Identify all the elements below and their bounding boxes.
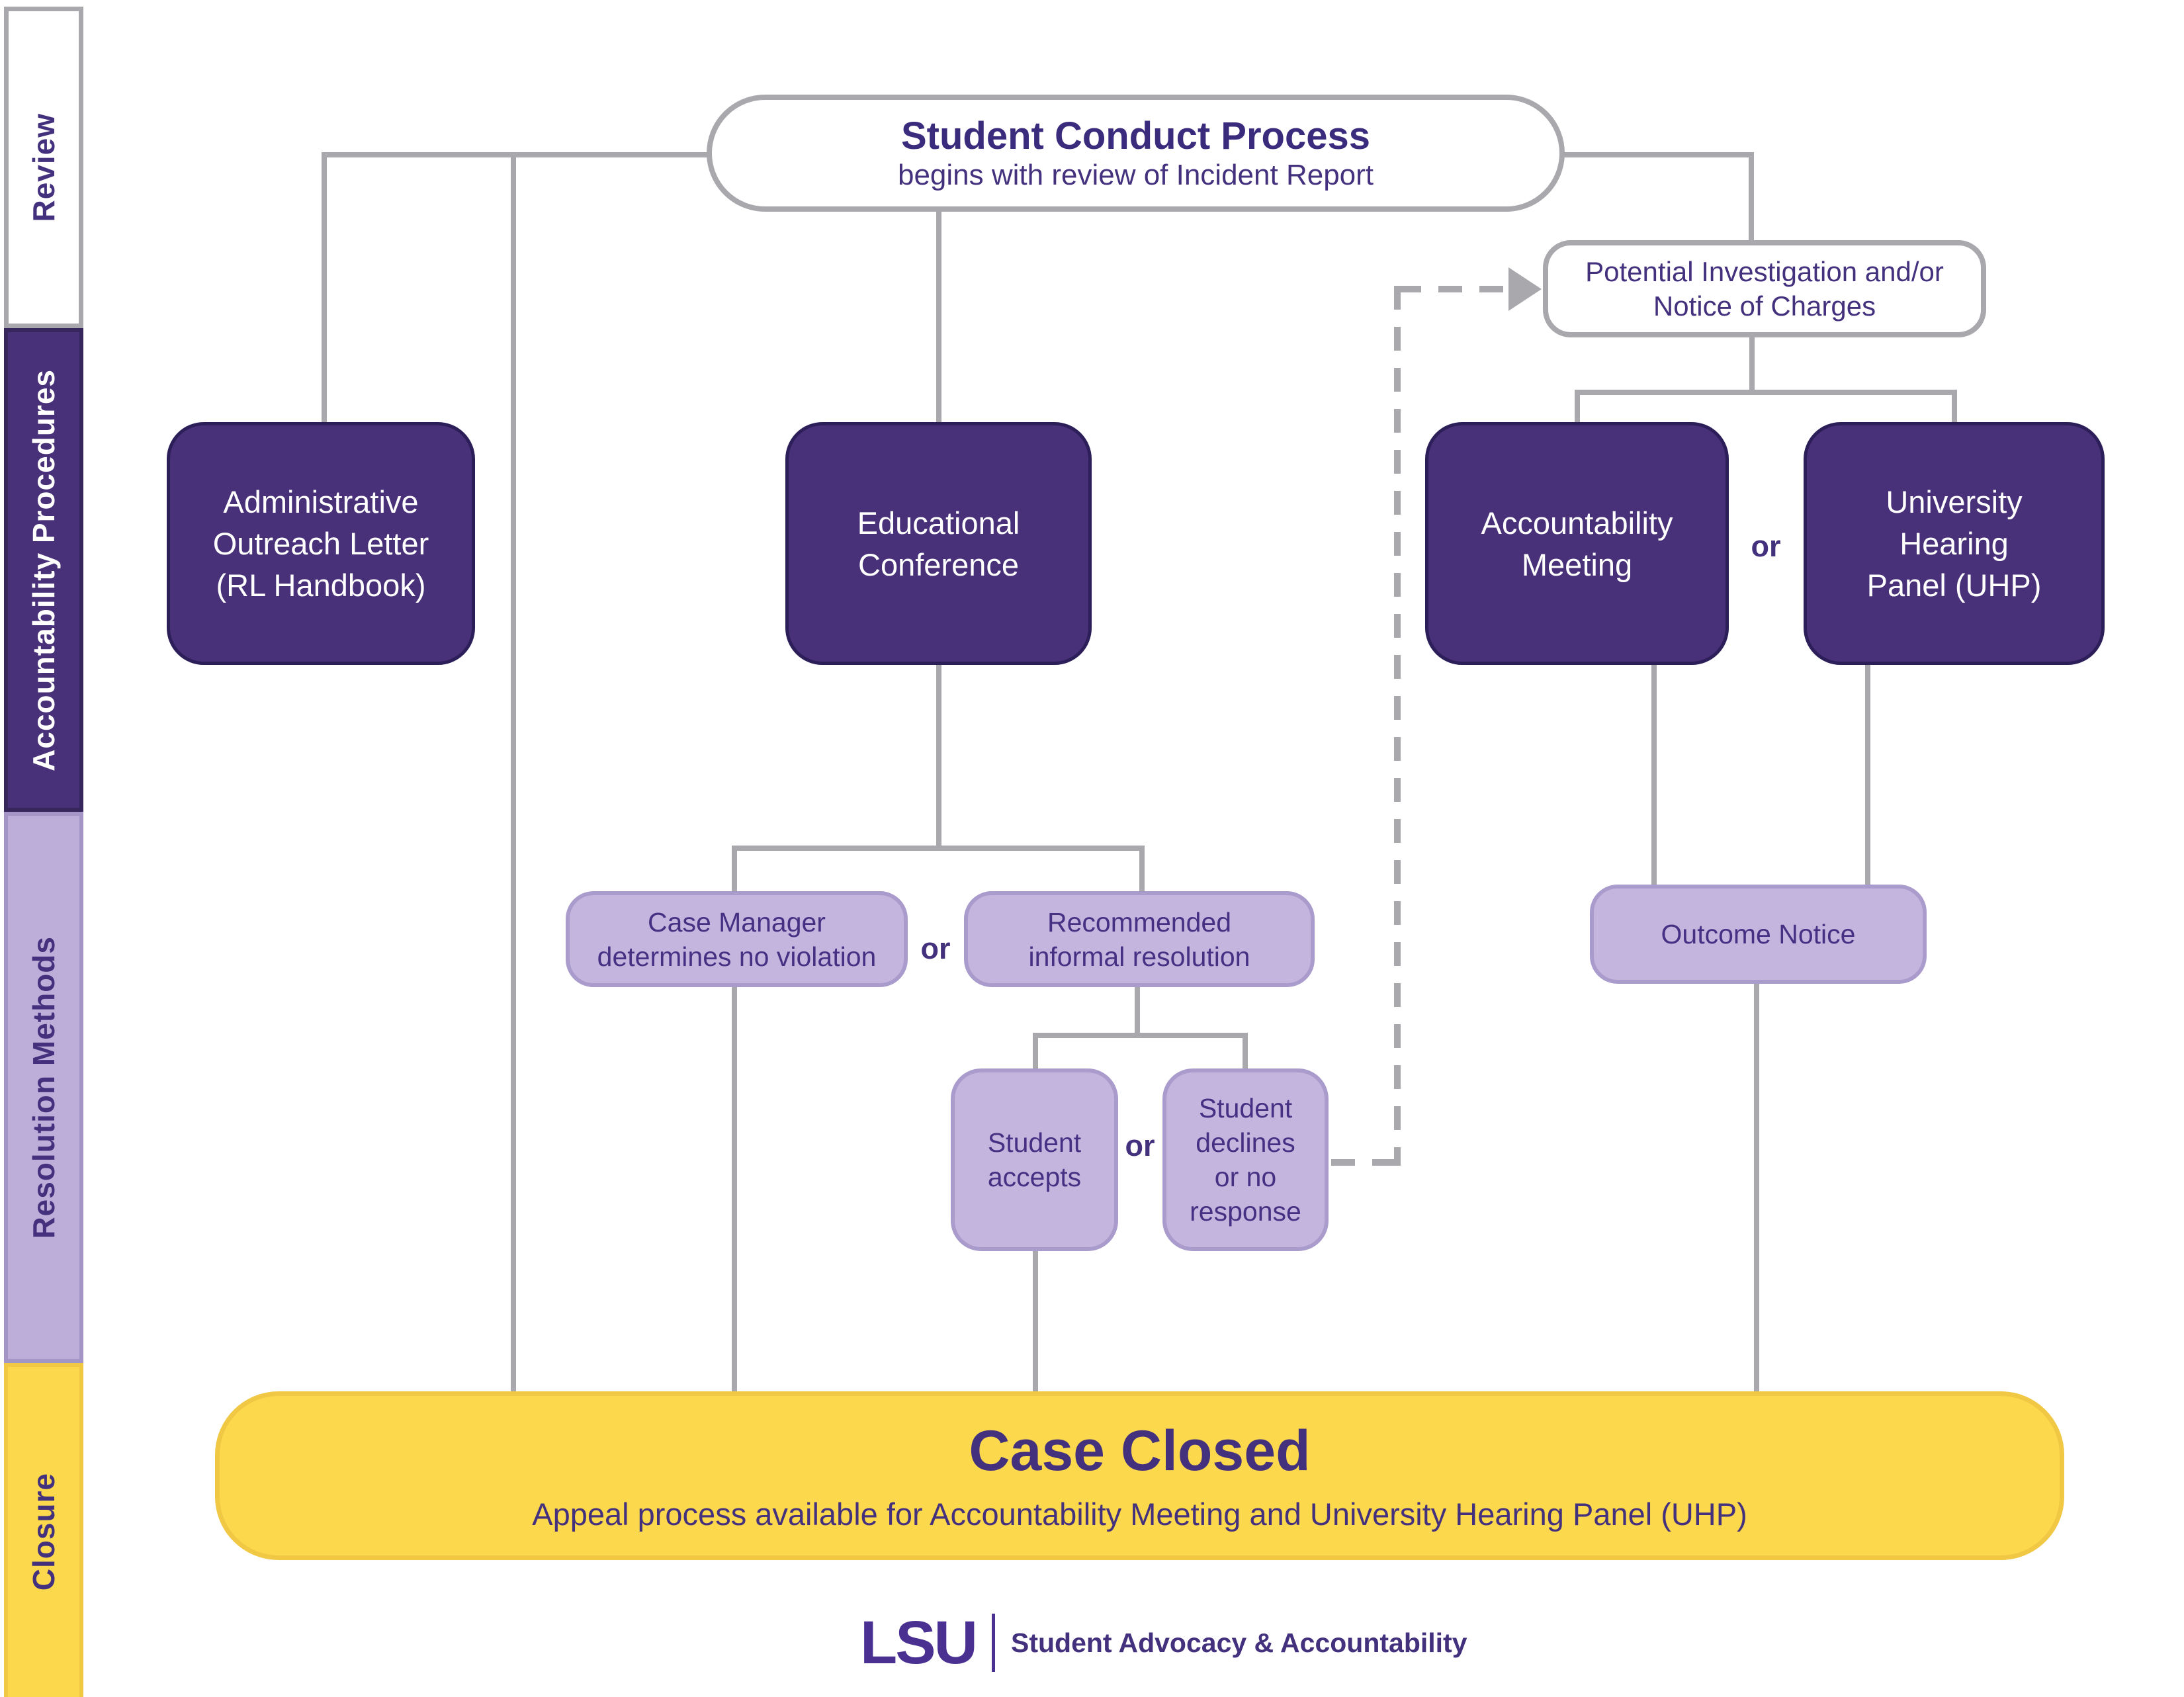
logo-divider bbox=[992, 1614, 995, 1672]
educonf-line-2: Conference bbox=[858, 546, 1019, 582]
arrowhead-icon bbox=[1508, 267, 1542, 311]
casemgr-line-1: Case Manager bbox=[648, 906, 826, 937]
connector-to-potential-top bbox=[1749, 152, 1754, 241]
node-student-accepts: Student accepts bbox=[951, 1068, 1118, 1251]
educonf-line-1: Educational bbox=[857, 505, 1020, 541]
declines-line-2: declines bbox=[1196, 1127, 1295, 1158]
node-student-declines-no-response: Student declines or no response bbox=[1162, 1068, 1329, 1251]
dashed-connector-to-arrow bbox=[1397, 286, 1510, 292]
uhp-line-2: Hearing bbox=[1900, 526, 2009, 561]
node-recommended-informal-resolution: Recommended informal resolution bbox=[964, 891, 1315, 987]
connector-scp-left-horizontal bbox=[324, 152, 709, 157]
connector-educonf-bottom bbox=[936, 664, 941, 851]
sidebar-section-closure: Closure bbox=[4, 1363, 83, 1697]
lsu-logo: LSU bbox=[860, 1609, 978, 1676]
admin-line-2: Outreach Letter bbox=[212, 526, 429, 561]
scp-subtitle: begins with review of Incident Report bbox=[897, 158, 1374, 191]
caseclosed-title: Case Closed bbox=[969, 1418, 1311, 1483]
sidebar-section-review: Review bbox=[4, 7, 83, 328]
footer-brand-lockup: LSU Student Advocacy & Accountability bbox=[860, 1612, 1467, 1673]
connector-to-accmeet-top bbox=[1575, 390, 1580, 423]
connector-to-casemgr-top bbox=[732, 846, 737, 892]
accmeet-line-2: Meeting bbox=[1521, 546, 1633, 582]
uhp-line-1: University bbox=[1886, 484, 2023, 519]
dashed-connector-declines-right bbox=[1331, 1159, 1397, 1166]
sidebar-section-resolution-methods: Resolution Methods bbox=[4, 812, 83, 1363]
connector-outcome-to-caseclosed bbox=[1754, 982, 1759, 1393]
connector-potential-bottom bbox=[1749, 336, 1755, 395]
connector-to-uhp-top bbox=[1952, 390, 1957, 423]
node-student-conduct-process: Student Conduct Process begins with revi… bbox=[707, 95, 1565, 212]
connector-uhp-to-outcome bbox=[1865, 664, 1870, 886]
recommended-line-1: Recommended bbox=[1047, 906, 1232, 937]
connector-left-long-to-caseclosed bbox=[511, 152, 516, 1396]
connector-accmeet-to-outcome bbox=[1651, 664, 1657, 886]
or-label-casemgr-vs-recommended: or bbox=[920, 932, 951, 965]
node-case-closed: Case Closed Appeal process available for… bbox=[215, 1391, 2064, 1560]
connector-scp-to-educonf bbox=[936, 210, 941, 423]
accmeet-line-1: Accountability bbox=[1481, 505, 1673, 541]
sidebar-label-resolution-methods: Resolution Methods bbox=[26, 936, 61, 1239]
declines-line-1: Student bbox=[1198, 1093, 1293, 1123]
connector-to-recommended-top bbox=[1139, 846, 1145, 892]
connector-accepts-to-caseclosed bbox=[1033, 1250, 1038, 1393]
or-label-accepts-vs-declines: or bbox=[1125, 1129, 1155, 1162]
accepts-line-1: Student bbox=[987, 1127, 1082, 1158]
connector-branch-horizontal-mid bbox=[732, 846, 1145, 851]
connector-branch-horizontal-students bbox=[1033, 1033, 1248, 1038]
potential-line-2: Notice of Charges bbox=[1653, 290, 1876, 322]
connector-to-accepts-top bbox=[1033, 1033, 1038, 1070]
recommended-line-2: informal resolution bbox=[1028, 941, 1250, 972]
or-label-meeting-vs-uhp: or bbox=[1751, 529, 1781, 563]
admin-line-1: Administrative bbox=[223, 484, 419, 519]
dashed-connector-vertical bbox=[1394, 286, 1401, 1166]
node-administrative-outreach-letter: Administrative Outreach Letter (RL Handb… bbox=[167, 422, 475, 665]
scp-title: Student Conduct Process bbox=[901, 114, 1370, 157]
connector-recommended-bottom bbox=[1135, 986, 1140, 1038]
sidebar-section-accountability-procedures: Accountability Procedures bbox=[4, 328, 83, 812]
uhp-line-3: Panel (UHP) bbox=[1866, 568, 2042, 603]
connector-casemgr-to-caseclosed bbox=[732, 986, 737, 1393]
sidebar-label-closure: Closure bbox=[26, 1473, 61, 1591]
node-university-hearing-panel: University Hearing Panel (UHP) bbox=[1804, 422, 2105, 665]
connector-to-declines-top bbox=[1243, 1033, 1248, 1070]
footer-unit-name: Student Advocacy & Accountability bbox=[1011, 1627, 1467, 1658]
sidebar-label-review: Review bbox=[26, 112, 61, 222]
caseclosed-subtitle: Appeal process available for Accountabil… bbox=[532, 1496, 1747, 1532]
sidebar-label-accountability-procedures: Accountability Procedures bbox=[26, 369, 61, 771]
node-accountability-meeting: Accountability Meeting bbox=[1425, 422, 1729, 665]
connector-branch-horizontal-right bbox=[1575, 390, 1957, 395]
outcome-line-1: Outcome Notice bbox=[1661, 919, 1856, 949]
accepts-line-2: accepts bbox=[987, 1162, 1082, 1192]
node-case-manager-no-violation: Case Manager determines no violation bbox=[566, 891, 908, 987]
connector-scp-right-horizontal bbox=[1562, 152, 1754, 157]
node-outcome-notice: Outcome Notice bbox=[1590, 885, 1927, 984]
potential-line-1: Potential Investigation and/or bbox=[1585, 255, 1944, 287]
node-educational-conference: Educational Conference bbox=[785, 422, 1092, 665]
declines-line-4: response bbox=[1190, 1196, 1301, 1227]
node-potential-investigation: Potential Investigation and/or Notice of… bbox=[1543, 240, 1986, 337]
admin-line-3: (RL Handbook) bbox=[216, 568, 426, 603]
connector-to-admin-top bbox=[322, 152, 327, 422]
casemgr-line-2: determines no violation bbox=[597, 941, 877, 972]
declines-line-3: or no bbox=[1214, 1162, 1277, 1192]
